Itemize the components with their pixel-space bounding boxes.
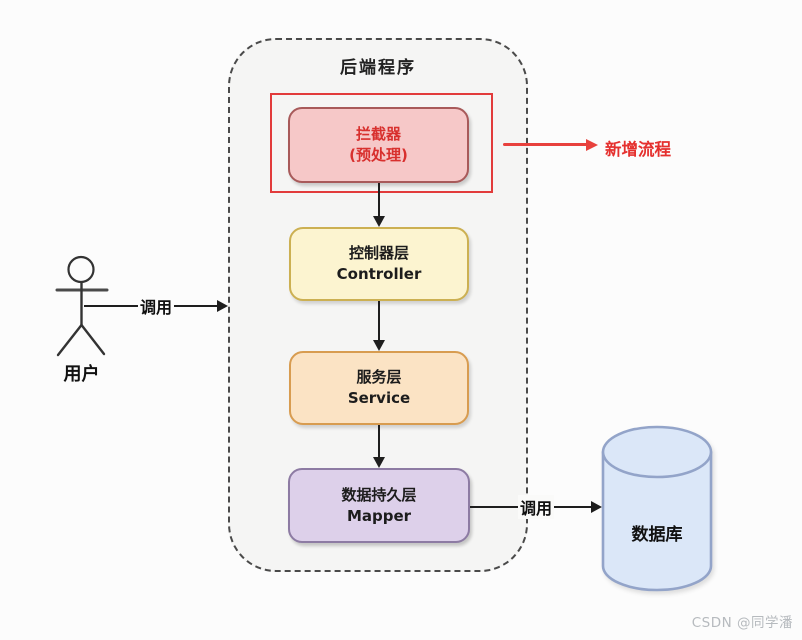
highlight-rect xyxy=(270,93,493,193)
database-cylinder-icon xyxy=(601,425,713,592)
node-interceptor-line2: (预处理) xyxy=(349,146,408,164)
watermark: CSDN @同学潘 xyxy=(691,615,793,631)
arrow-head-icon xyxy=(217,300,228,312)
user-stick-figure-icon xyxy=(55,255,109,357)
red-arrow-head-icon xyxy=(586,138,598,151)
arrow-line xyxy=(378,301,380,341)
node-interceptor: 拦截器 (预处理) xyxy=(288,107,469,183)
node-controller: 控制器层 Controller xyxy=(289,227,469,301)
node-service-line1: 服务层 xyxy=(356,368,402,386)
arrow-head-icon xyxy=(373,340,385,351)
node-service-line2: Service xyxy=(347,389,411,407)
node-mapper: 数据持久层 Mapper xyxy=(288,468,470,543)
db-call-label: 调用 xyxy=(517,495,555,519)
arrow-line xyxy=(378,425,380,458)
actor-label: 用户 xyxy=(63,364,100,385)
node-mapper-line2: Mapper xyxy=(346,506,412,525)
arrow-head-icon xyxy=(373,216,385,227)
arrow-line xyxy=(378,183,380,217)
node-service: 服务层 Service xyxy=(289,351,469,425)
red-arrow-line xyxy=(503,143,588,146)
node-mapper-line1: 数据持久层 xyxy=(341,485,417,504)
arrow-head-icon xyxy=(373,457,385,468)
node-interceptor-line1: 拦截器 xyxy=(355,125,401,143)
backend-title: 后端程序 xyxy=(340,58,416,78)
arrow-head-icon xyxy=(591,501,602,513)
new-flow-annotation: 新增流程 xyxy=(605,140,671,159)
database-label: 数据库 xyxy=(631,525,683,545)
node-controller-line1: 控制器层 xyxy=(348,244,409,262)
user-call-label: 调用 xyxy=(137,294,175,318)
node-controller-line2: Controller xyxy=(336,265,422,283)
